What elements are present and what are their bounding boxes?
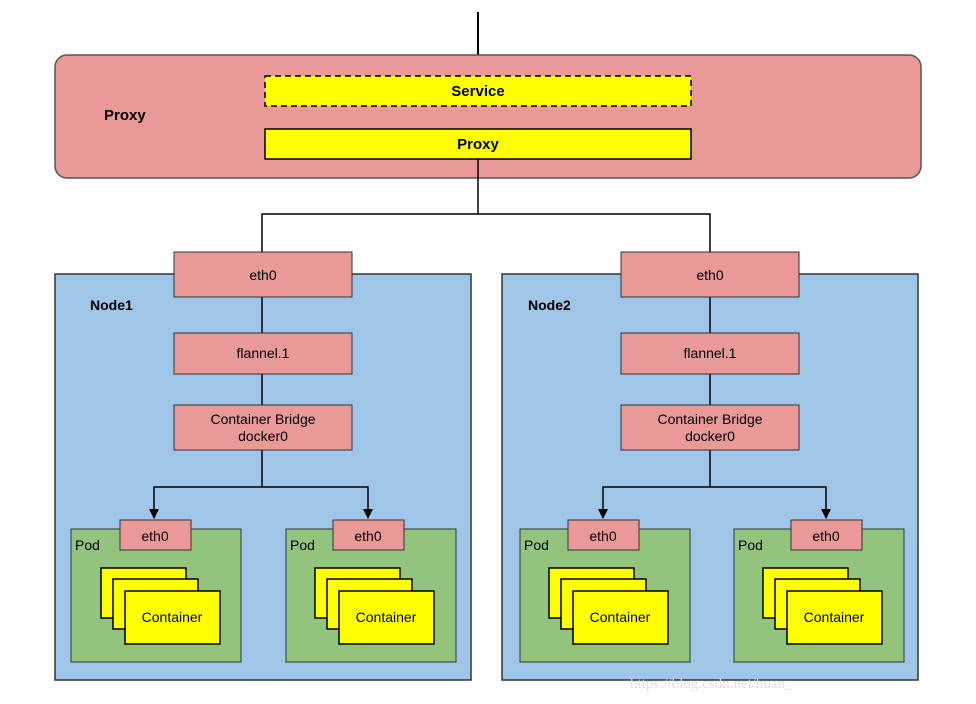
container-label: Container	[142, 609, 203, 625]
container-box[interactable]	[572, 590, 669, 645]
proxy-panel-label: Proxy	[104, 107, 146, 124]
node2-bridge-line2: docker0	[685, 428, 735, 444]
node1-pod1: Pod eth0 Container	[70, 519, 242, 663]
node2-bridge-line1: Container Bridge	[657, 411, 762, 427]
node1-eth0-box[interactable]	[173, 251, 353, 298]
node1-eth0-label: eth0	[249, 267, 276, 283]
pod-label: Pod	[75, 537, 100, 553]
container-box[interactable]	[124, 590, 221, 645]
watermark: https://blog.csdn.net/huan_	[630, 676, 793, 692]
pod-eth0-label: eth0	[812, 528, 839, 544]
pod-eth0-box[interactable]	[567, 519, 640, 551]
node1-bridge-box[interactable]	[173, 404, 353, 451]
service-label: Service	[451, 83, 504, 100]
node2-pod2: Pod eth0 Container	[733, 519, 905, 663]
pod-eth0-label: eth0	[354, 528, 381, 544]
node1-arrow-pod1	[149, 486, 262, 519]
pod-label: Pod	[524, 537, 549, 553]
node2: Node2 eth0 flannel.1 Container Bridge do…	[501, 251, 919, 681]
node1-arrow-pod2	[262, 486, 373, 519]
container-box[interactable]	[786, 590, 883, 645]
node1: Node1 eth0 flannel.1 Container Bridge do…	[54, 251, 472, 681]
container-label: Container	[356, 609, 417, 625]
node2-arrow-pod1	[598, 486, 710, 519]
pod-eth0-box[interactable]	[790, 519, 863, 551]
container-label: Container	[590, 609, 651, 625]
container-box[interactable]	[338, 590, 435, 645]
node1-bridge-line1: Container Bridge	[210, 411, 315, 427]
node1-label: Node1	[90, 297, 133, 313]
proxy-bar-label: Proxy	[457, 136, 499, 153]
pod-eth0-box[interactable]	[332, 519, 405, 551]
pod-eth0-box[interactable]	[119, 519, 192, 551]
pod-eth0-label: eth0	[589, 528, 616, 544]
node2-label: Node2	[528, 297, 571, 313]
pod-label: Pod	[738, 537, 763, 553]
pod-eth0-label: eth0	[141, 528, 168, 544]
pod-label: Pod	[290, 537, 315, 553]
node2-flannel-box[interactable]	[620, 332, 800, 375]
container-label: Container	[804, 609, 865, 625]
proxy-to-node1-connector	[261, 213, 478, 252]
node1-bridge-line2: docker0	[238, 428, 288, 444]
node2-bridge-box[interactable]	[620, 404, 800, 451]
node2-eth0-label: eth0	[696, 267, 723, 283]
node1-flannel-box[interactable]	[173, 332, 353, 375]
node2-arrow-pod2	[710, 486, 831, 519]
node1-flannel-label: flannel.1	[237, 345, 290, 361]
node1-pod2: Pod eth0 Container	[285, 519, 457, 663]
service-box[interactable]	[264, 75, 692, 107]
node2-flannel-label: flannel.1	[684, 345, 737, 361]
node2-eth0-box[interactable]	[620, 251, 800, 298]
proxy-to-node2-connector	[478, 213, 711, 252]
node2-pod1: Pod eth0 Container	[519, 519, 691, 663]
proxy-bar[interactable]	[264, 128, 692, 160]
